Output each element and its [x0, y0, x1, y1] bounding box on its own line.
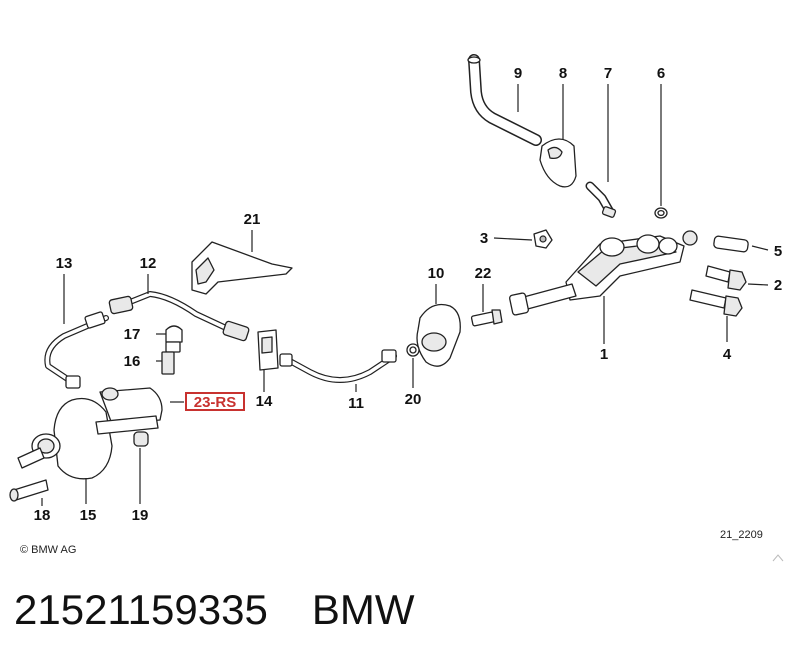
callout-10: 10: [428, 265, 445, 282]
callout-9: 9: [514, 65, 522, 82]
callout-labels: 9 8 7 6 3 5 2 4 1 10 22 20 11 21 12 13 1…: [34, 65, 783, 524]
part-nut: [533, 229, 553, 249]
chevron-up-icon: [772, 554, 784, 562]
callout-6: 6: [657, 65, 665, 82]
callout-7: 7: [604, 65, 612, 82]
leader-lines: [41, 84, 769, 506]
part-bracket: [191, 241, 293, 295]
part-bleeder-valve: [161, 341, 181, 375]
callout-21: 21: [244, 211, 261, 228]
part-number: 21521159335: [14, 586, 268, 633]
part-hose-12: [108, 291, 250, 342]
callout-17: 17: [124, 326, 141, 343]
callout-16: 16: [124, 353, 141, 370]
part-slave-cylinder: [17, 387, 163, 480]
brand-name: BMW: [311, 586, 415, 633]
part-master-cylinder: [509, 230, 698, 316]
callout-12: 12: [140, 255, 157, 272]
callout-23-rs: 23-RS: [194, 394, 237, 411]
callout-5: 5: [774, 243, 782, 260]
part-connecting-pipe: [585, 181, 617, 218]
part-dust-cap: [165, 325, 183, 343]
part-reservoir-cap: [539, 138, 577, 188]
callout-11: 11: [348, 395, 364, 412]
callout-1: 1: [600, 346, 608, 363]
callout-3: 3: [480, 230, 488, 247]
part-pipe-11: [279, 349, 397, 383]
part-hose: [467, 54, 542, 146]
part-bleed-screw: [470, 309, 503, 327]
callout-18: 18: [34, 507, 51, 524]
callout-22: 22: [475, 265, 492, 282]
callout-23-rs-highlighted[interactable]: 23-RS: [185, 392, 245, 411]
copyright-text: © BMW AG: [20, 544, 76, 556]
callout-19: 19: [132, 507, 149, 524]
callout-13: 13: [56, 255, 73, 272]
part-hex-bolt: [705, 265, 747, 291]
part-rubber-boot: [416, 303, 461, 367]
part-bracket-clip: [257, 329, 279, 371]
callout-20: 20: [405, 391, 422, 408]
callout-4: 4: [723, 346, 732, 363]
diagram-id: 21_2209: [720, 529, 763, 541]
callout-15: 15: [80, 507, 97, 524]
part-o-ring: [406, 343, 420, 357]
part-number-line: 21521159335 BMW: [14, 586, 458, 634]
part-pipe-13: [44, 311, 109, 389]
callout-14: 14: [256, 393, 273, 410]
callout-2: 2: [774, 277, 782, 294]
part-bushing: [133, 431, 149, 447]
part-hose-clamp: [654, 207, 668, 219]
part-slave-bolt: [9, 479, 49, 502]
callout-8: 8: [559, 65, 567, 82]
parts-diagram: 9 8 7 6 3 5 2 4 1 10 22 20 11 21 12 13 1…: [9, 54, 784, 562]
part-pin: [713, 235, 749, 253]
part-long-bolt: [689, 289, 743, 317]
